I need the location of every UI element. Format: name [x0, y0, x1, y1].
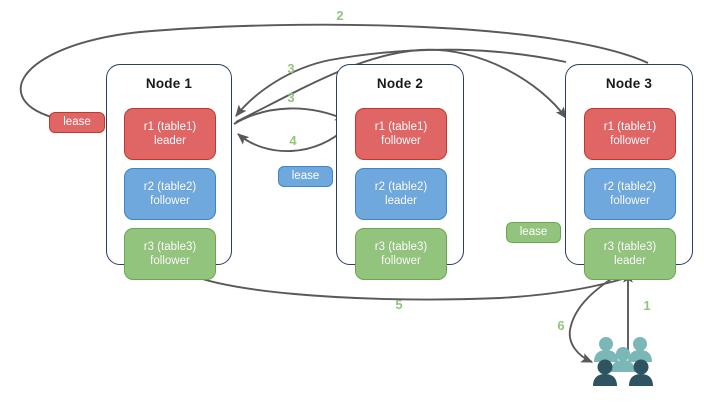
- node-title: Node 2: [376, 76, 424, 91]
- replica-box[interactable]: r3 (table3) leader: [584, 228, 676, 280]
- edge-label-3-lower: 3: [287, 90, 295, 105]
- replica-name: r2 (table2): [603, 181, 657, 193]
- replica-box[interactable]: r1 (table1) follower: [584, 108, 676, 160]
- replica-box[interactable]: r3 (table3) follower: [124, 228, 216, 280]
- replica-box[interactable]: r1 (table1) follower: [355, 108, 447, 160]
- replica-role: follower: [610, 195, 650, 207]
- node-title: Node 3: [605, 76, 653, 91]
- replica-role: leader: [154, 135, 186, 147]
- node-box-2[interactable]: Node 2 r1 (table1) follower r2 (table2) …: [336, 64, 464, 280]
- node-box-1[interactable]: Node 1 r1 (table1) leader r2 (table2) fo…: [106, 64, 232, 280]
- replica-name: r2 (table2): [143, 181, 197, 193]
- replica-name: r2 (table2): [374, 181, 428, 193]
- replica-box[interactable]: r2 (table2) leader: [355, 168, 447, 220]
- replica-box[interactable]: r2 (table2) follower: [124, 168, 216, 220]
- edge-label-6: 6: [557, 318, 565, 333]
- replica-name: r3 (table3): [143, 241, 197, 253]
- replica-name: r1 (table1): [374, 121, 428, 133]
- replica-role: follower: [381, 135, 421, 147]
- users-icon: [593, 337, 653, 386]
- lease-chip-green[interactable]: lease: [506, 222, 561, 243]
- replica-name: r3 (table3): [374, 241, 428, 253]
- lease-chip-red[interactable]: lease: [49, 112, 105, 133]
- replica-role: follower: [610, 135, 650, 147]
- edge-label-4: 4: [289, 133, 297, 148]
- edge-label-2: 2: [336, 8, 344, 23]
- replica-box[interactable]: r3 (table3) follower: [355, 228, 447, 280]
- node-box-3[interactable]: Node 3 r1 (table1) follower r2 (table2) …: [565, 64, 693, 280]
- replica-box[interactable]: r2 (table2) follower: [584, 168, 676, 220]
- replica-box[interactable]: r1 (table1) leader: [124, 108, 216, 160]
- node-title: Node 1: [145, 76, 193, 91]
- replica-name: r3 (table3): [603, 241, 657, 253]
- edge-label-3-upper: 3: [287, 61, 295, 76]
- replica-role: follower: [381, 255, 421, 267]
- edge-label-1: 1: [643, 298, 651, 313]
- replica-role: leader: [385, 195, 417, 207]
- lease-chip-blue[interactable]: lease: [278, 166, 333, 187]
- replica-name: r1 (table1): [143, 121, 197, 133]
- edge-3-short-path: [233, 107, 348, 125]
- replica-role: follower: [150, 195, 190, 207]
- replica-name: r1 (table1): [603, 121, 657, 133]
- replica-role: leader: [614, 255, 646, 267]
- edge-label-5: 5: [395, 297, 403, 312]
- replica-role: follower: [150, 255, 190, 267]
